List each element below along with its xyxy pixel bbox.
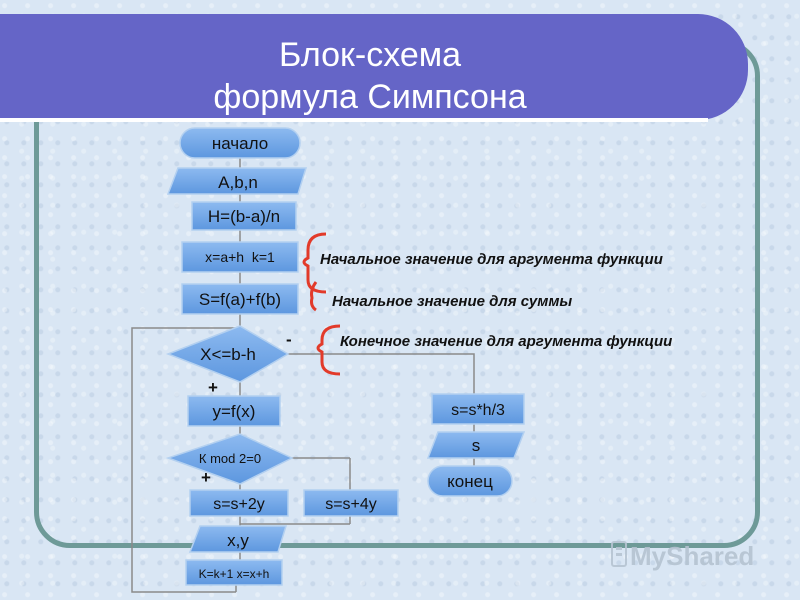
parity-decision-label: К mod 2=0: [199, 451, 261, 466]
end-terminator: [427, 465, 513, 497]
annotation-arg-end: Конечное значение для аргумента функции: [340, 333, 673, 350]
add-2y-label: s=s+2y: [213, 496, 265, 513]
parity-decision: [165, 433, 294, 485]
step-label: H=(b-a)/n: [208, 207, 280, 226]
output-xy-parallelogram: [188, 525, 288, 553]
annotation-brackets: [302, 232, 341, 376]
increment-process: [185, 559, 283, 586]
slide-title-line-2: формула Симпсона: [213, 78, 527, 116]
loop-decision: [165, 325, 290, 383]
output-s-label: s: [472, 436, 481, 455]
annotation-sum-start: Начальное значение для суммы: [332, 293, 573, 310]
init-x-label: x=a+h k=1: [205, 249, 275, 265]
compute-y-label: y=f(x): [213, 402, 256, 421]
final-s-process: [431, 393, 525, 425]
start-label: начало: [212, 134, 268, 153]
bracket-sum-start: [310, 281, 318, 312]
init-s-process: [181, 283, 299, 315]
input-label: A,b,n: [218, 173, 258, 192]
add-4y-process: [303, 489, 399, 517]
increment-label: K=k+1 x=x+h: [199, 567, 270, 581]
bracket-arg-end: [316, 324, 341, 376]
init-x-process: [181, 241, 299, 273]
title-banner: Блок-схема формула Симпсона: [0, 14, 748, 122]
annotation-arg-start: Начальное значение для аргумента функции: [320, 251, 663, 268]
start-terminator: [179, 127, 301, 159]
svg-text:MyShared: MyShared: [630, 541, 754, 571]
connector-lines: [131, 158, 475, 593]
loop-no-sign: -: [286, 330, 292, 349]
init-s-label: S=f(a)+f(b): [199, 290, 281, 309]
input-parallelogram: [166, 167, 308, 195]
step-process: [191, 201, 297, 231]
add-4y-label: s=s+4y: [325, 496, 377, 513]
slide-title-line-1: Блок-схема: [278, 36, 462, 74]
parity-yes-sign: +: [201, 468, 211, 487]
final-s-label: s=s*h/3: [451, 402, 505, 419]
loop-yes-sign: +: [208, 378, 218, 397]
title-underline: [0, 118, 708, 122]
compute-y-process: [187, 395, 281, 427]
output-xy-label: x,y: [227, 531, 249, 550]
myshared-logo: MyShared: [611, 541, 754, 571]
end-label: конец: [447, 472, 493, 491]
add-2y-process: [189, 489, 289, 517]
output-s-parallelogram: [426, 431, 526, 459]
loop-decision-label: X<=b-h: [200, 345, 256, 364]
